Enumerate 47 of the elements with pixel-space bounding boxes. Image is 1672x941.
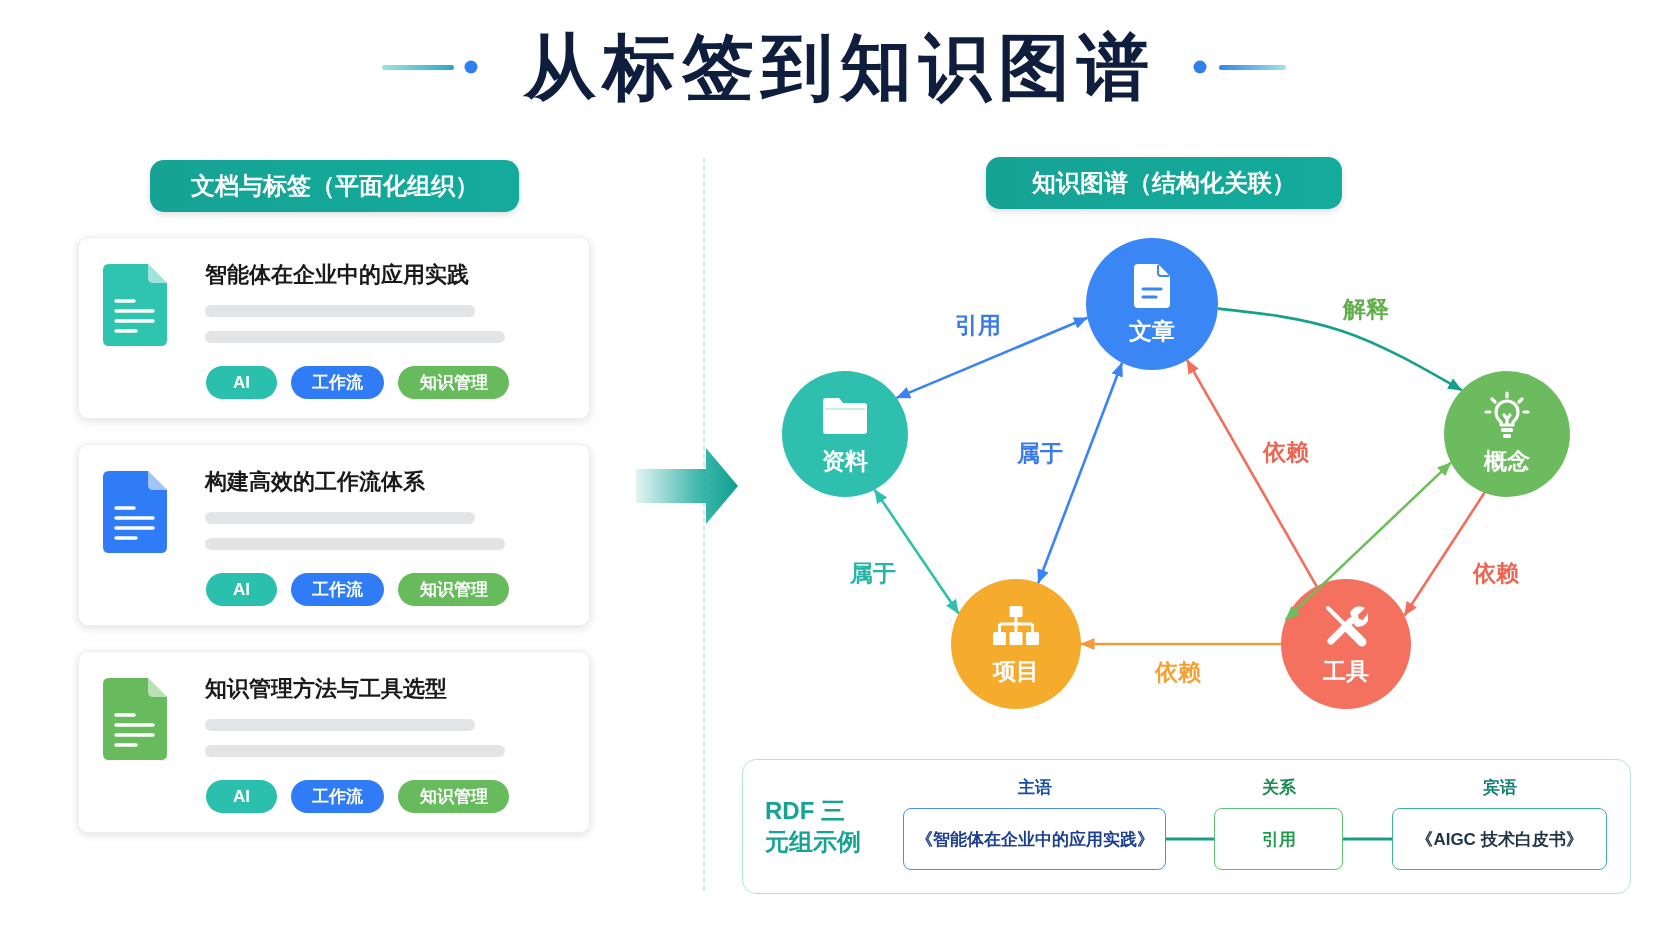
arrow [1284,461,1452,621]
arrow [873,488,960,615]
edge-label: 属于 [847,559,899,587]
triple-term: 《AIGC 技术白皮书》 [1392,808,1607,870]
panel-title: RDF 三元组示例 [765,796,862,857]
title: 从标签到知识图谱 [522,26,1156,109]
tag: AI [206,573,277,606]
document-card [78,237,590,419]
edge-label: 依赖 [1470,559,1522,587]
example-panel [742,759,1631,894]
document-card [78,444,590,626]
section-header: 文档与标签（平面化组织） [150,160,519,212]
node-label: 资料 [822,447,868,475]
card-title: 构建高效的工作流体系 [205,468,425,496]
tag: 知识管理 [398,366,509,399]
column-heading: 宾语 [1482,777,1517,799]
tag: 知识管理 [398,780,509,813]
edge-label: 依赖 [1260,438,1312,466]
section-header: 知识图谱（结构化关联） [986,157,1342,209]
column-heading: 关系 [1261,777,1296,799]
arrow [1037,362,1124,584]
document-card [78,651,590,833]
arrow [1185,359,1318,587]
edge-label: 解释 [1340,295,1392,323]
card-title: 知识管理方法与工具选型 [205,675,447,703]
tag: 工作流 [291,366,384,399]
edge-label: 属于 [1014,439,1066,467]
triple-term: 《智能体在企业中的应用实践》 [903,808,1166,870]
tag: 工作流 [291,780,384,813]
column-heading: 主语 [1017,777,1052,799]
node-label: 文章 [1129,317,1175,345]
tag: 知识管理 [398,573,509,606]
arrow [1403,492,1486,617]
tag: AI [206,780,277,813]
connector-line [1166,837,1214,841]
tag: AI [206,366,277,399]
arrow [1217,307,1463,392]
triple-term: 引用 [1214,808,1343,870]
card-title: 智能体在企业中的应用实践 [205,261,469,289]
arrow [896,316,1088,400]
node-label: 工具 [1323,657,1369,685]
node-label: 项目 [993,657,1039,685]
tag: 工作流 [291,573,384,606]
node-label: 概念 [1484,447,1530,475]
edge-label: 依赖 [1152,658,1204,686]
connector-line [1343,837,1392,841]
arrow [1080,638,1281,650]
